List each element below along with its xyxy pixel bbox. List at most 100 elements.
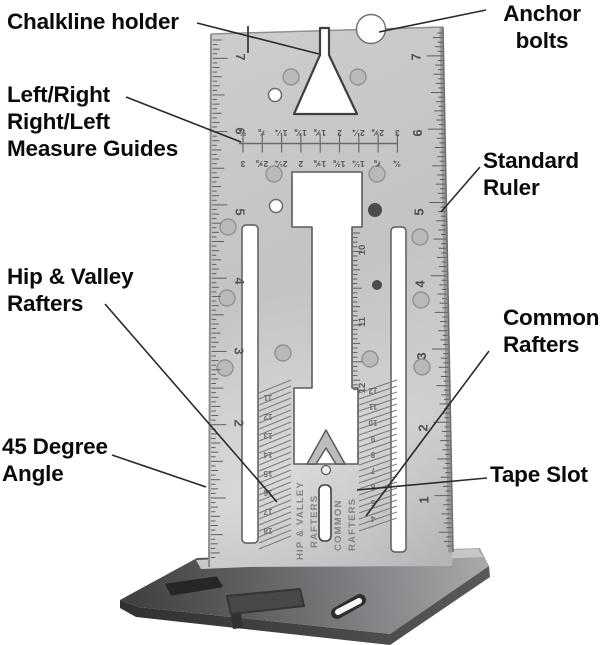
ruler-number: 4 — [413, 280, 428, 288]
dimple — [412, 291, 430, 309]
hatch-mark — [258, 439, 292, 454]
base-through-slot — [335, 598, 362, 615]
callout-45-degree-angle: 45 Degree Angle — [2, 434, 108, 486]
ruler-number: 2 — [231, 419, 246, 426]
leader-line-measure-guides — [125, 96, 242, 143]
guide-number-top: 1⅝ — [313, 128, 326, 138]
hatch-mark — [258, 511, 292, 526]
leader-line-common-rafters — [365, 350, 490, 517]
center-channel-cutout — [291, 171, 363, 465]
guide-number-top: 2 — [337, 128, 342, 138]
leader-line-chalkline-holder — [196, 22, 320, 55]
guide-number-bottom: 1¼ — [352, 159, 365, 169]
callout-chalkline-holder: Chalkline holder — [7, 9, 179, 34]
hatch-number: 6 — [370, 482, 375, 491]
hatch-number: 11 — [263, 393, 272, 402]
dimple — [413, 358, 431, 376]
hatch-number: 10 — [368, 418, 377, 427]
center-channel-scale: 10 11 12 — [353, 232, 368, 394]
hatch-mark — [258, 529, 292, 544]
dimple — [282, 68, 300, 86]
right-slot-cutout — [390, 226, 407, 553]
anchor-bolt-notch — [355, 13, 387, 45]
hatch-number: 15 — [263, 469, 272, 478]
hatch-mark — [258, 403, 292, 418]
plate-left-edge — [208, 33, 212, 568]
channel-number: 12 — [357, 383, 368, 394]
hatch-number: 18 — [263, 526, 272, 535]
hatch-mark — [258, 457, 292, 472]
hatch-mark — [358, 499, 398, 514]
hatch-mark — [358, 385, 398, 400]
hatch-mark — [358, 505, 398, 520]
base-center-recess — [226, 588, 305, 615]
through-hole — [267, 87, 283, 103]
channel-number: 10 — [357, 245, 368, 256]
guide-number-top: 1¼ — [275, 128, 288, 138]
hatch-number: 12 — [263, 412, 272, 421]
holes — [267, 87, 382, 476]
callout-tape-slot: Tape Slot — [490, 462, 588, 487]
hatch-number: 13 — [263, 431, 272, 440]
rafter-hatch-scales: 1112131415161718121110987654 — [258, 379, 398, 550]
pivot-hole — [320, 464, 332, 476]
embossed-dimples — [216, 68, 431, 377]
hatch-mark — [258, 517, 292, 532]
ruler-number: 3 — [414, 352, 429, 359]
ruler-number: 6 — [233, 127, 248, 134]
guide-number-bottom: 1⅝ — [313, 159, 326, 169]
hatch-mark — [358, 379, 398, 394]
hatch-mark — [258, 505, 292, 520]
guide-number-bottom: 1⅜ — [333, 159, 346, 169]
hatch-mark — [258, 415, 292, 430]
ruler-number: 6 — [410, 129, 425, 136]
hatch-number: 12 — [368, 386, 377, 395]
hatch-mark — [358, 457, 398, 472]
dimple — [361, 350, 379, 368]
hatch-number: 8 — [370, 450, 375, 459]
hatch-mark — [258, 433, 292, 448]
guide-number-bottom: 2¼ — [275, 159, 288, 169]
hatch-mark — [358, 403, 398, 418]
guide-number-bottom: 2⅝ — [255, 159, 268, 169]
hatch-mark — [358, 451, 398, 466]
hatch-number: 9 — [370, 434, 375, 443]
dimple — [368, 165, 386, 183]
hatch-mark — [358, 469, 398, 484]
ruler-number: 5 — [411, 208, 426, 215]
hatch-number: 14 — [263, 450, 272, 459]
dimple — [265, 165, 283, 183]
hatch-mark — [258, 535, 292, 550]
hatch-mark — [358, 409, 398, 424]
hatch-mark — [358, 463, 398, 478]
dimple — [218, 289, 236, 307]
guide-number-bottom: ⅞ — [374, 159, 382, 169]
embossed-word: HIP & VALLEY — [295, 481, 306, 560]
leader-line-anchor-bolts — [378, 9, 487, 33]
hatch-mark — [258, 379, 292, 394]
guide-number-top: ⅞ — [258, 128, 266, 138]
dimple — [411, 228, 429, 246]
arrow-pointer — [306, 429, 346, 465]
base-front-bevel — [120, 566, 490, 645]
base-front-notch — [231, 614, 243, 629]
hatch-mark — [358, 487, 398, 502]
hatch-mark — [258, 481, 292, 496]
hatch-mark — [258, 469, 292, 484]
ruler-number: 4 — [232, 277, 247, 285]
hatch-mark — [258, 523, 292, 538]
dimple — [349, 68, 367, 86]
channel-number: 11 — [357, 316, 368, 327]
hatch-mark — [358, 439, 398, 454]
hatch-mark — [258, 487, 292, 502]
hatch-mark — [358, 517, 398, 532]
callout-standard-ruler: Standard Ruler — [483, 148, 579, 200]
dark-hole — [368, 203, 382, 217]
hatch-mark — [358, 427, 398, 442]
hatch-mark — [358, 433, 398, 448]
tape-slot-cutout — [318, 484, 332, 542]
guide-number-top: 2¼ — [352, 128, 365, 138]
